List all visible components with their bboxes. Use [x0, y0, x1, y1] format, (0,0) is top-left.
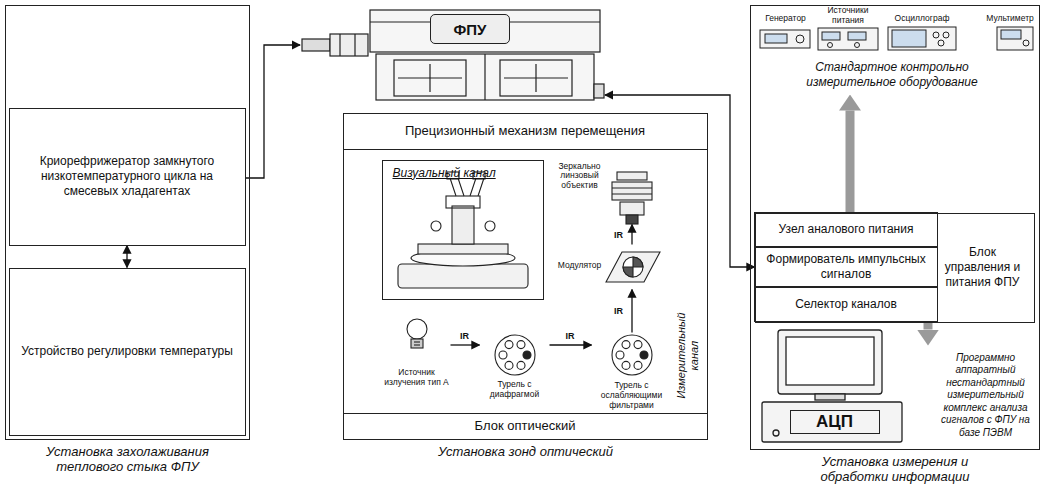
control-block: Блок управления и питания ФПУ Узел аналов… — [755, 213, 1035, 323]
setup-panel: Установка зонд оптическийПрецизионный ме… — [343, 113, 708, 440]
node-text: Криорефрижератор замкнутого низкотемпера… — [18, 154, 237, 199]
node-text: Установка захолаживания теплового стыка … — [0, 444, 259, 474]
optic-part: Турель с диафрагмой — [480, 333, 550, 400]
edge-label: IR — [565, 331, 576, 342]
instrument-label: Генератор — [758, 14, 813, 24]
node-text: Прецизионный механизм перемещения — [405, 123, 645, 139]
microscope-drawing — [398, 172, 528, 288]
node-text: Модулятор — [555, 261, 605, 271]
modulator-icon — [606, 252, 660, 282]
block-arrow — [846, 111, 855, 213]
connector-line — [605, 95, 755, 267]
node-text: Установка зонд оптический — [334, 444, 717, 459]
connector-line — [631, 225, 632, 245]
node-text: Источник излучения тип А — [383, 368, 451, 388]
optic-part: Турель с ослабляющими фильтрами — [592, 333, 672, 411]
edge-label: IR — [613, 306, 624, 317]
band-box: Прецизионный механизм перемещения — [343, 113, 708, 150]
node-text: Блок оптический — [475, 418, 576, 434]
channel-box: Визуальный канал — [382, 160, 544, 300]
node-text: Формирователь импульсных сигналов — [763, 252, 929, 282]
connector-line — [126, 246, 127, 268]
software-label: Программно аппаратный нестандартный изме… — [915, 346, 1037, 446]
node-text: Установка измерения и обработки информац… — [741, 454, 1043, 484]
adc-box: АЦП — [790, 410, 880, 434]
device-illustration: ФПУ — [300, 5, 605, 105]
connector-line — [246, 45, 301, 178]
node-text: Зеркально линзовый объектив — [555, 162, 605, 191]
block-cell: Узел аналового питания — [754, 212, 938, 247]
process-box: Криорефрижератор замкнутого низкотемпера… — [9, 108, 246, 246]
setup-panel: Установка захолаживания теплового стыка … — [5, 5, 250, 440]
connector-line — [550, 344, 592, 345]
node-text: Стандартное контрольно измерительное обо… — [785, 60, 1000, 90]
optic-part: Модулятор — [553, 245, 663, 290]
fpu-drawing — [302, 10, 604, 100]
equipment-label: Стандартное контрольно измерительное обо… — [785, 55, 1000, 95]
setup-panel: Установка измерения и обработки информац… — [750, 5, 1040, 450]
node-text: Блок управления и питания ФПУ — [940, 245, 1026, 290]
lens-objective-icon — [612, 172, 652, 224]
node-text: Турель с диафрагмой — [480, 380, 550, 400]
band-box: Блок оптический — [343, 413, 708, 440]
instrument-label: Мультиметр — [984, 14, 1036, 24]
optic-part: Зеркально линзовый объектив — [553, 158, 663, 225]
instrument-icons — [760, 27, 1033, 50]
node-text: Программно аппаратный нестандартный изме… — [935, 352, 1037, 440]
block-cell: Формирователь импульсных сигналов — [754, 247, 938, 287]
node-text: Визуальный канал — [393, 166, 496, 180]
lamp-icon — [407, 319, 427, 348]
connector-line — [451, 344, 480, 345]
block-arrow — [924, 323, 933, 330]
node-text: Узел аналового питания — [779, 222, 914, 237]
instrument-label: Источники питания — [815, 6, 881, 26]
instrument-label: Осциллограф — [885, 14, 959, 24]
edge-label: IR — [459, 331, 470, 342]
channel-label: Измерительный канал — [675, 301, 700, 411]
edge-label: IR — [613, 230, 624, 241]
node-text: Турель с ослабляющими фильтрами — [592, 381, 672, 410]
optic-part: Источник излучения тип А — [383, 318, 451, 388]
block-cell: Селектор каналов — [754, 287, 938, 322]
node-text: ФПУ — [430, 14, 510, 44]
node-text: Селектор каналов — [795, 297, 897, 312]
connector-line — [631, 290, 632, 333]
computer-drawing — [762, 330, 902, 442]
node-text: Устройство регулировки температуры — [21, 344, 233, 359]
process-box: Устройство регулировки температуры — [9, 268, 246, 436]
node-text: АЦП — [816, 411, 853, 432]
